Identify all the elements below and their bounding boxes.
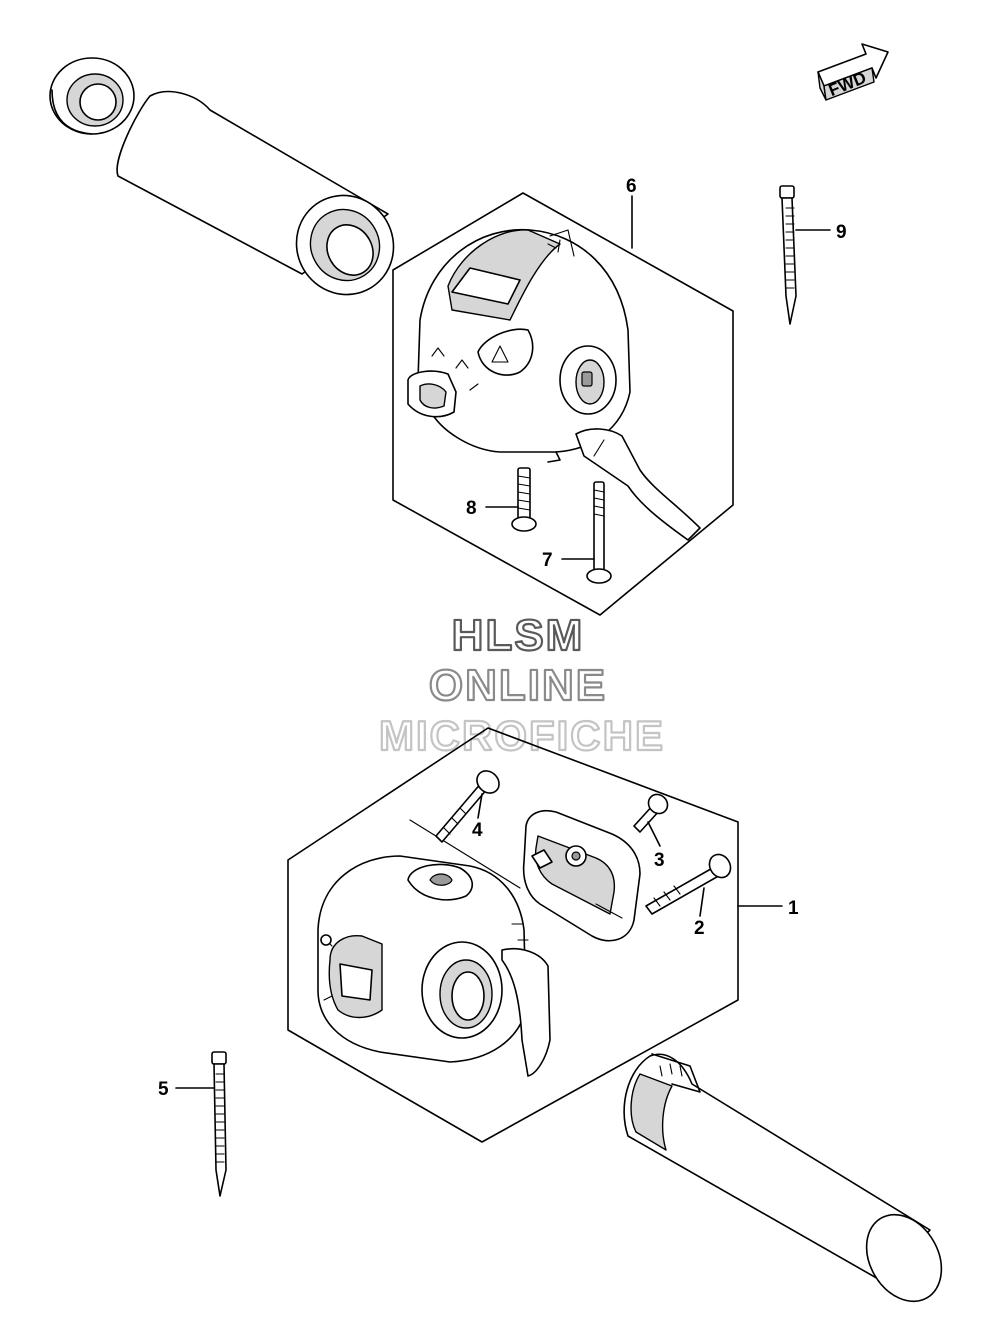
assembly-6-frame [392, 192, 734, 616]
watermark-line-3: MICROFICHE [379, 712, 665, 759]
grip-end-ring [49, 57, 135, 135]
callout-3: 3 [654, 850, 665, 871]
switch-clamp-bracket [522, 810, 641, 942]
cable-tie-9 [779, 185, 797, 325]
assembly-1-frame [287, 727, 739, 1143]
callout-7: 7 [542, 550, 553, 571]
assembly-1-inner-line [409, 819, 521, 889]
callout-6: 6 [626, 176, 637, 197]
callout-9: 9 [836, 222, 847, 243]
right-handlebar-switch [317, 855, 551, 1077]
screw-7 [586, 481, 612, 584]
callout-5: 5 [158, 1079, 169, 1100]
callout-8: 8 [466, 498, 477, 519]
screw-3 [633, 793, 669, 833]
left-handlebar-grip [116, 90, 395, 296]
callout-1: 1 [788, 898, 799, 919]
screw-2 [645, 853, 732, 915]
screw-8 [511, 467, 537, 532]
callout-4: 4 [472, 820, 483, 841]
left-handlebar-switch [407, 228, 701, 541]
watermark: HLSM ONLINE MICROFICHE [378, 610, 665, 760]
fwd-arrow-icon: FWD [817, 43, 889, 101]
leader-lines [175, 195, 831, 1089]
screw-4 [435, 770, 500, 843]
throttle-grip [623, 1053, 943, 1303]
callout-2: 2 [694, 918, 705, 939]
watermark-line-1: HLSM [452, 611, 585, 660]
cable-tie-5 [211, 1051, 227, 1197]
callouts: 6 9 8 7 4 3 2 1 5 [158, 176, 847, 1100]
watermark-line-2: ONLINE [429, 661, 607, 710]
